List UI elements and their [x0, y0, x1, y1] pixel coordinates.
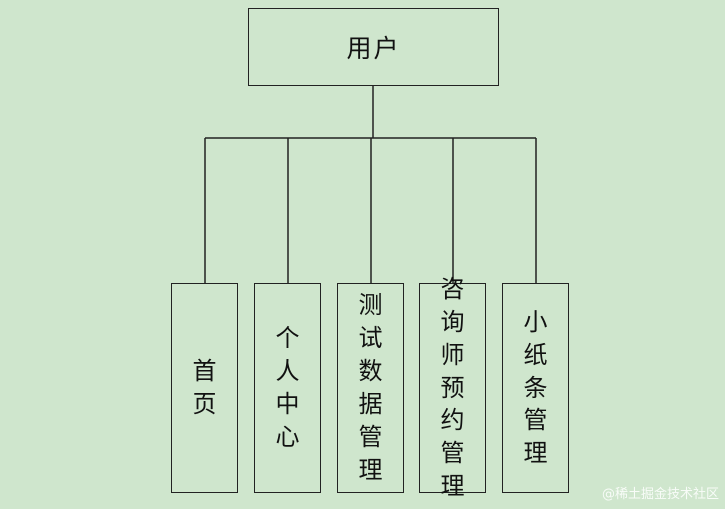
child-node-label: 首页 [192, 357, 217, 418]
child-node-label: 个人中心 [275, 324, 300, 451]
root-node-user: 用户 [248, 8, 499, 86]
child-node-test-data-management: 测试数据管理 [337, 283, 404, 493]
child-node-counselor-appointment: 咨询师预约管理 [419, 275, 486, 500]
child-node-label: 小纸条管理 [523, 307, 548, 468]
watermark-text: @稀土掘金技术社区 [601, 487, 719, 502]
root-node-label: 用户 [346, 34, 401, 63]
child-node-personal-center: 个人中心 [254, 283, 321, 493]
child-node-label: 测试数据管理 [358, 291, 383, 484]
child-node-home: 首页 [171, 283, 238, 493]
child-node-label: 咨询师预约管理 [440, 274, 465, 501]
child-node-notes-management: 小纸条管理 [502, 283, 569, 493]
